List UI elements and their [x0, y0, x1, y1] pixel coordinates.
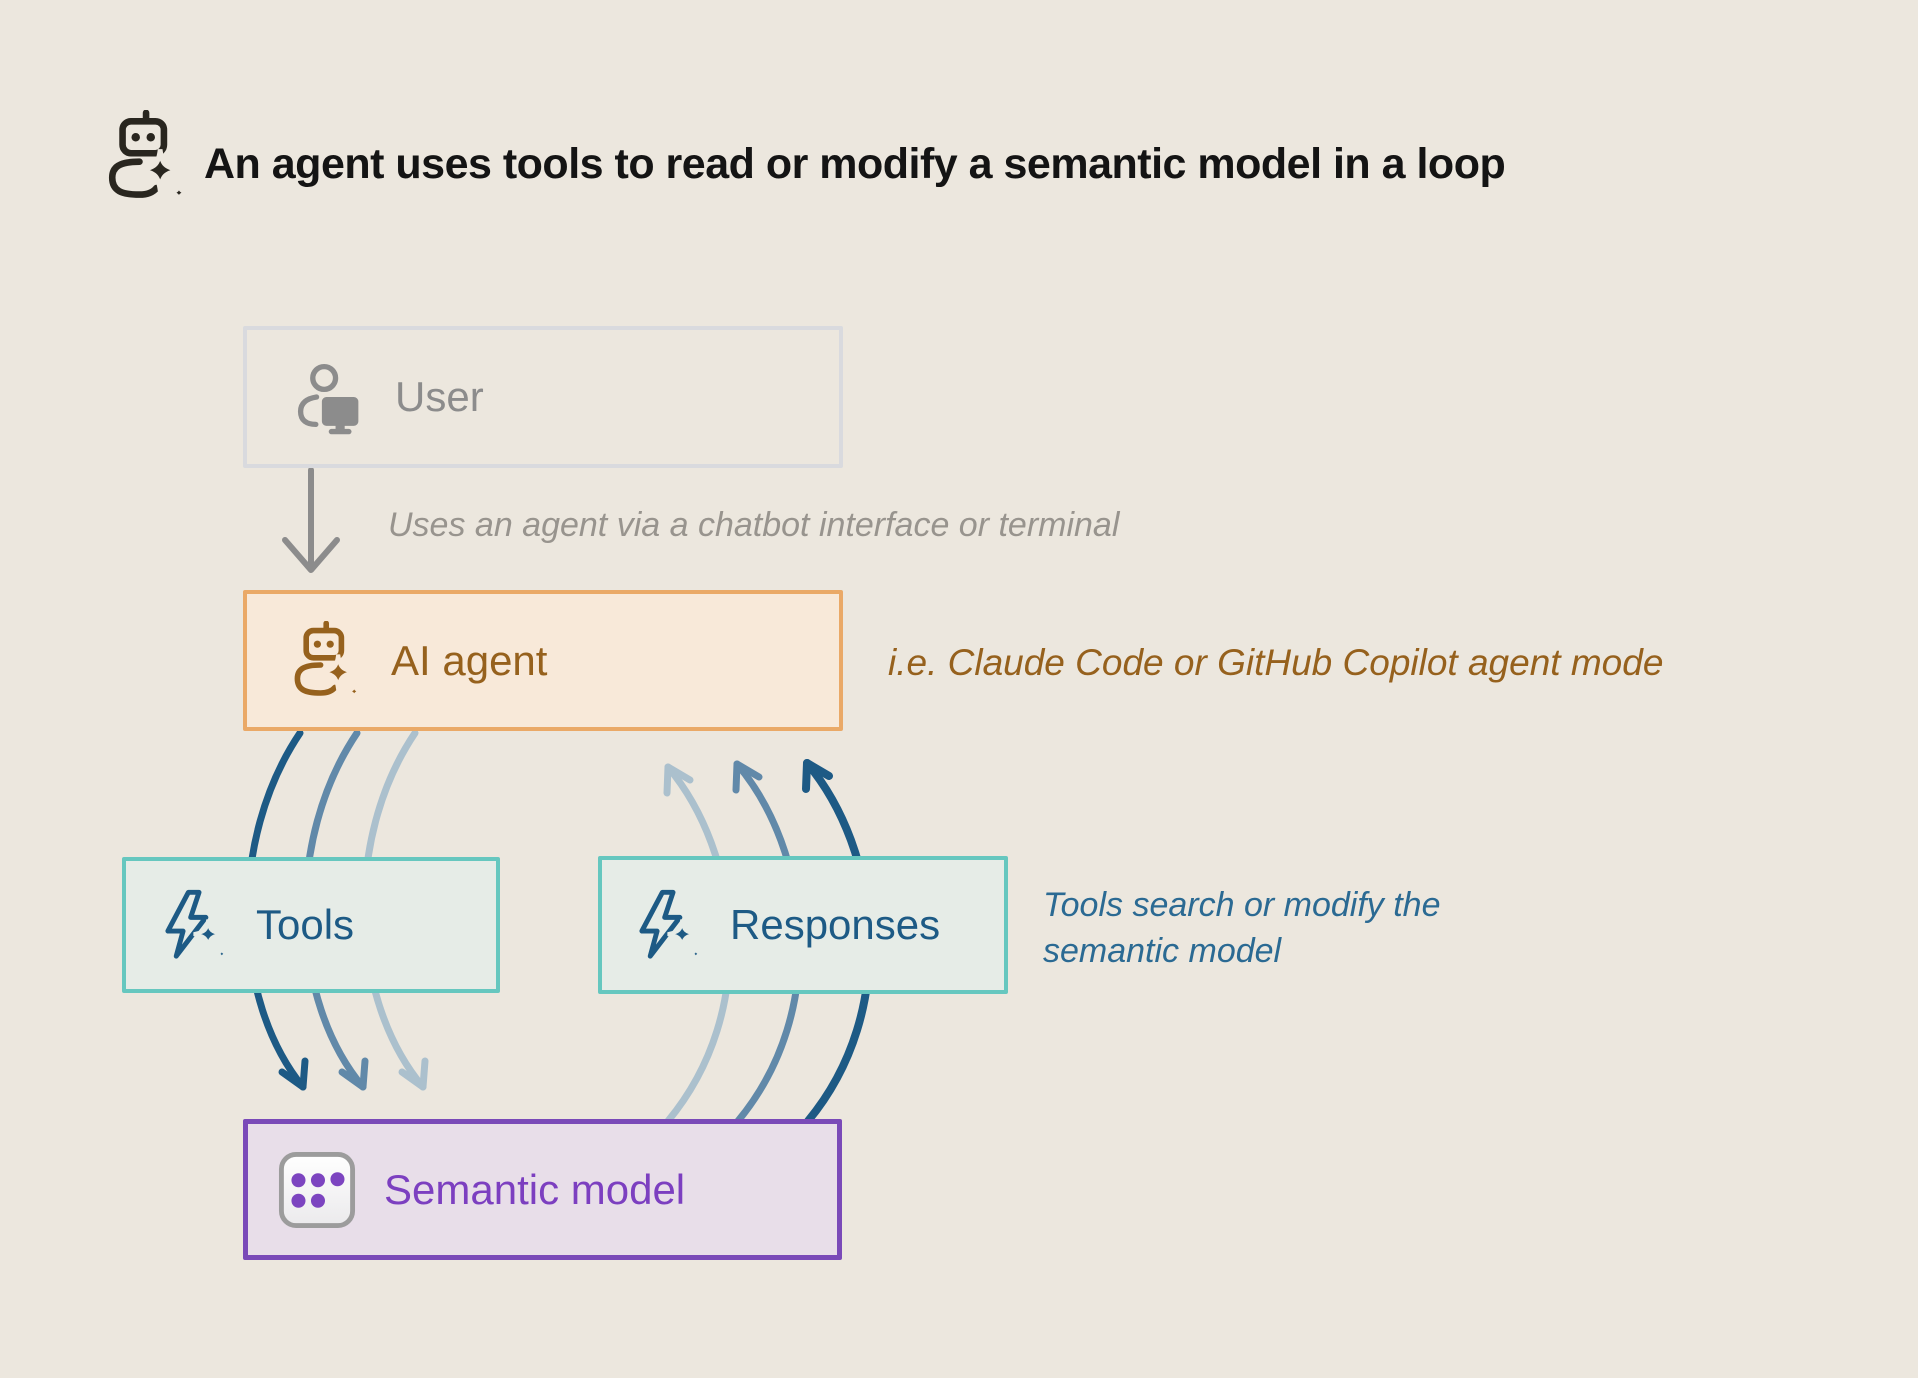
user-box: User: [243, 326, 843, 468]
user-label: User: [395, 373, 484, 420]
page-title: An agent uses tools to read or modify a …: [204, 140, 1506, 188]
semantic-model-label: Semantic model: [384, 1165, 686, 1213]
robot-sparkle-icon: [294, 620, 364, 700]
tools-box: Tools: [122, 857, 500, 993]
ai-agent-box: AI agent: [243, 590, 843, 731]
responses-label: Responses: [730, 901, 941, 948]
user-at-computer-icon: [297, 363, 359, 435]
semantic-model-box: Semantic model: [243, 1119, 842, 1260]
ai-agent-annotation: i.e. Claude Code or GitHub Copilot agent…: [888, 642, 1664, 683]
user-to-agent-caption: Uses an agent via a chatbot interface or…: [388, 506, 1120, 544]
responses-box: Responses: [598, 856, 1008, 994]
ai-agent-label: AI agent: [391, 636, 548, 684]
robot-sparkle-icon: [108, 110, 190, 204]
tools-label: Tools: [256, 901, 355, 948]
semantic-model-dots-icon: [278, 1151, 356, 1228]
loop-annotation: Tools search or modify the semantic mode…: [1043, 886, 1441, 971]
user-to-agent-arrow: [282, 467, 340, 573]
bolt-sparkle-icon: [165, 889, 230, 962]
bolt-sparkle-icon: [639, 889, 704, 962]
